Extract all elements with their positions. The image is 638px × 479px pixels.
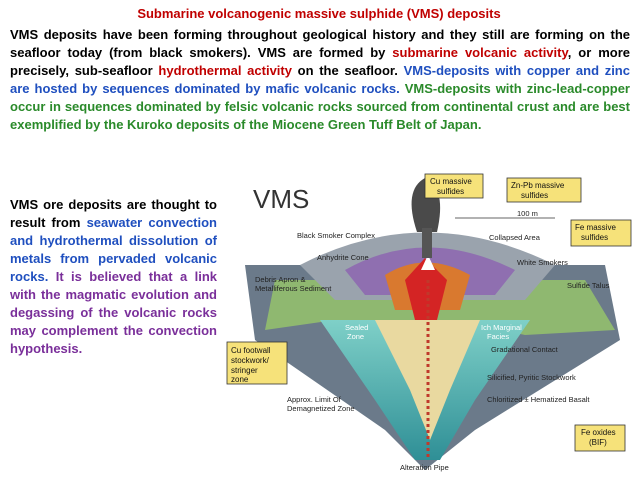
silicified-label: Silicified, Pyritic Stockwork	[487, 373, 576, 382]
side-paragraph: VMS ore deposits are thought to result f…	[10, 196, 217, 358]
intro-text-3: , or more precisely, sub-seafloor	[10, 45, 630, 78]
intro-highlight-felsic: VMS-deposits with zinc-lead-copper occur…	[10, 81, 630, 132]
side-text-3: It is believed that a link with the magm…	[10, 269, 217, 356]
marginal-label: Ich Marginal	[481, 323, 522, 332]
white-smokers-label: White Smokers	[517, 258, 568, 267]
depth-label: 100 m	[517, 209, 538, 218]
znpb-massive-box	[506, 177, 582, 203]
collapsed-label: Collapsed Area	[489, 233, 541, 242]
cu-footwall-label: Cu footwall	[231, 346, 271, 355]
hot-core	[405, 258, 447, 320]
marginal-label-2: Facies	[487, 332, 509, 341]
fe-massive-label-2: sulfides	[581, 233, 608, 242]
sealed-label: Sealed	[345, 323, 368, 332]
vms-diagram: VMS Cu massive sulfides Zn-Pb massive su…	[225, 170, 635, 475]
demag-label-2: Demagnetized Zone	[287, 404, 355, 413]
talus-label: Sulfide Talus	[567, 281, 610, 290]
smoker-chimney	[422, 228, 432, 258]
demag-label: Approx. Limit Of	[287, 395, 342, 404]
side-highlight-convection: seawater convection and hydrothermal dis…	[10, 215, 217, 284]
chloritized-label: Chloritized ± Hematized Basalt	[487, 395, 590, 404]
sealed-label-2: Zone	[347, 332, 364, 341]
gradational-label: Gradational Contact	[491, 345, 559, 354]
intro-text-5: on the seafloor.	[291, 63, 404, 78]
cu-massive-label-2: sulfides	[437, 187, 464, 196]
intro-highlight-volcanic: submarine volcanic activity	[392, 45, 568, 60]
intro-paragraph: VMS deposits have been forming throughou…	[10, 26, 630, 134]
page-title: Submarine volcanogenic massive sulphide …	[137, 6, 501, 21]
cu-massive-label: Cu massive	[430, 177, 472, 186]
alteration-label: Alteration Pipe	[400, 463, 449, 472]
intro-highlight-hydrothermal: hydrothermal activity	[158, 63, 292, 78]
fe-oxides-box	[574, 424, 626, 452]
stockwork-zone	[375, 320, 480, 440]
cu-footwall-label-3: stringer	[231, 366, 258, 375]
cu-footwall-label-4: zone	[231, 375, 249, 384]
debris-label: Debris Apron &	[255, 275, 305, 284]
znpb-massive-label-2: sulfides	[521, 191, 548, 200]
cu-massive-box	[424, 173, 484, 199]
black-smoker-label: Black Smoker Complex	[297, 231, 375, 240]
cu-footwall-label-2: stockwork/	[231, 356, 270, 365]
znpb-massive-label: Zn-Pb massive	[511, 181, 565, 190]
cu-footwall-box	[226, 341, 288, 385]
intro-highlight-mafic: VMS-deposits with copper and zinc are ho…	[10, 63, 630, 96]
fluid-arrow-icon	[421, 255, 435, 270]
fe-oxides-label: Fe oxides	[581, 428, 616, 437]
diagram-heading: VMS	[253, 184, 309, 214]
anhydrite-label: Anhydrite Cone	[317, 253, 369, 262]
fe-oxides-label-2: (BIF)	[589, 438, 607, 447]
side-text-1: VMS ore deposits are thought to result f…	[10, 197, 217, 230]
debris-label-2: Metalliferous Sediment	[255, 284, 332, 293]
fe-massive-label: Fe massive	[575, 223, 616, 232]
intro-text-1: VMS deposits have been forming throughou…	[10, 27, 630, 60]
fe-massive-box	[570, 219, 632, 247]
